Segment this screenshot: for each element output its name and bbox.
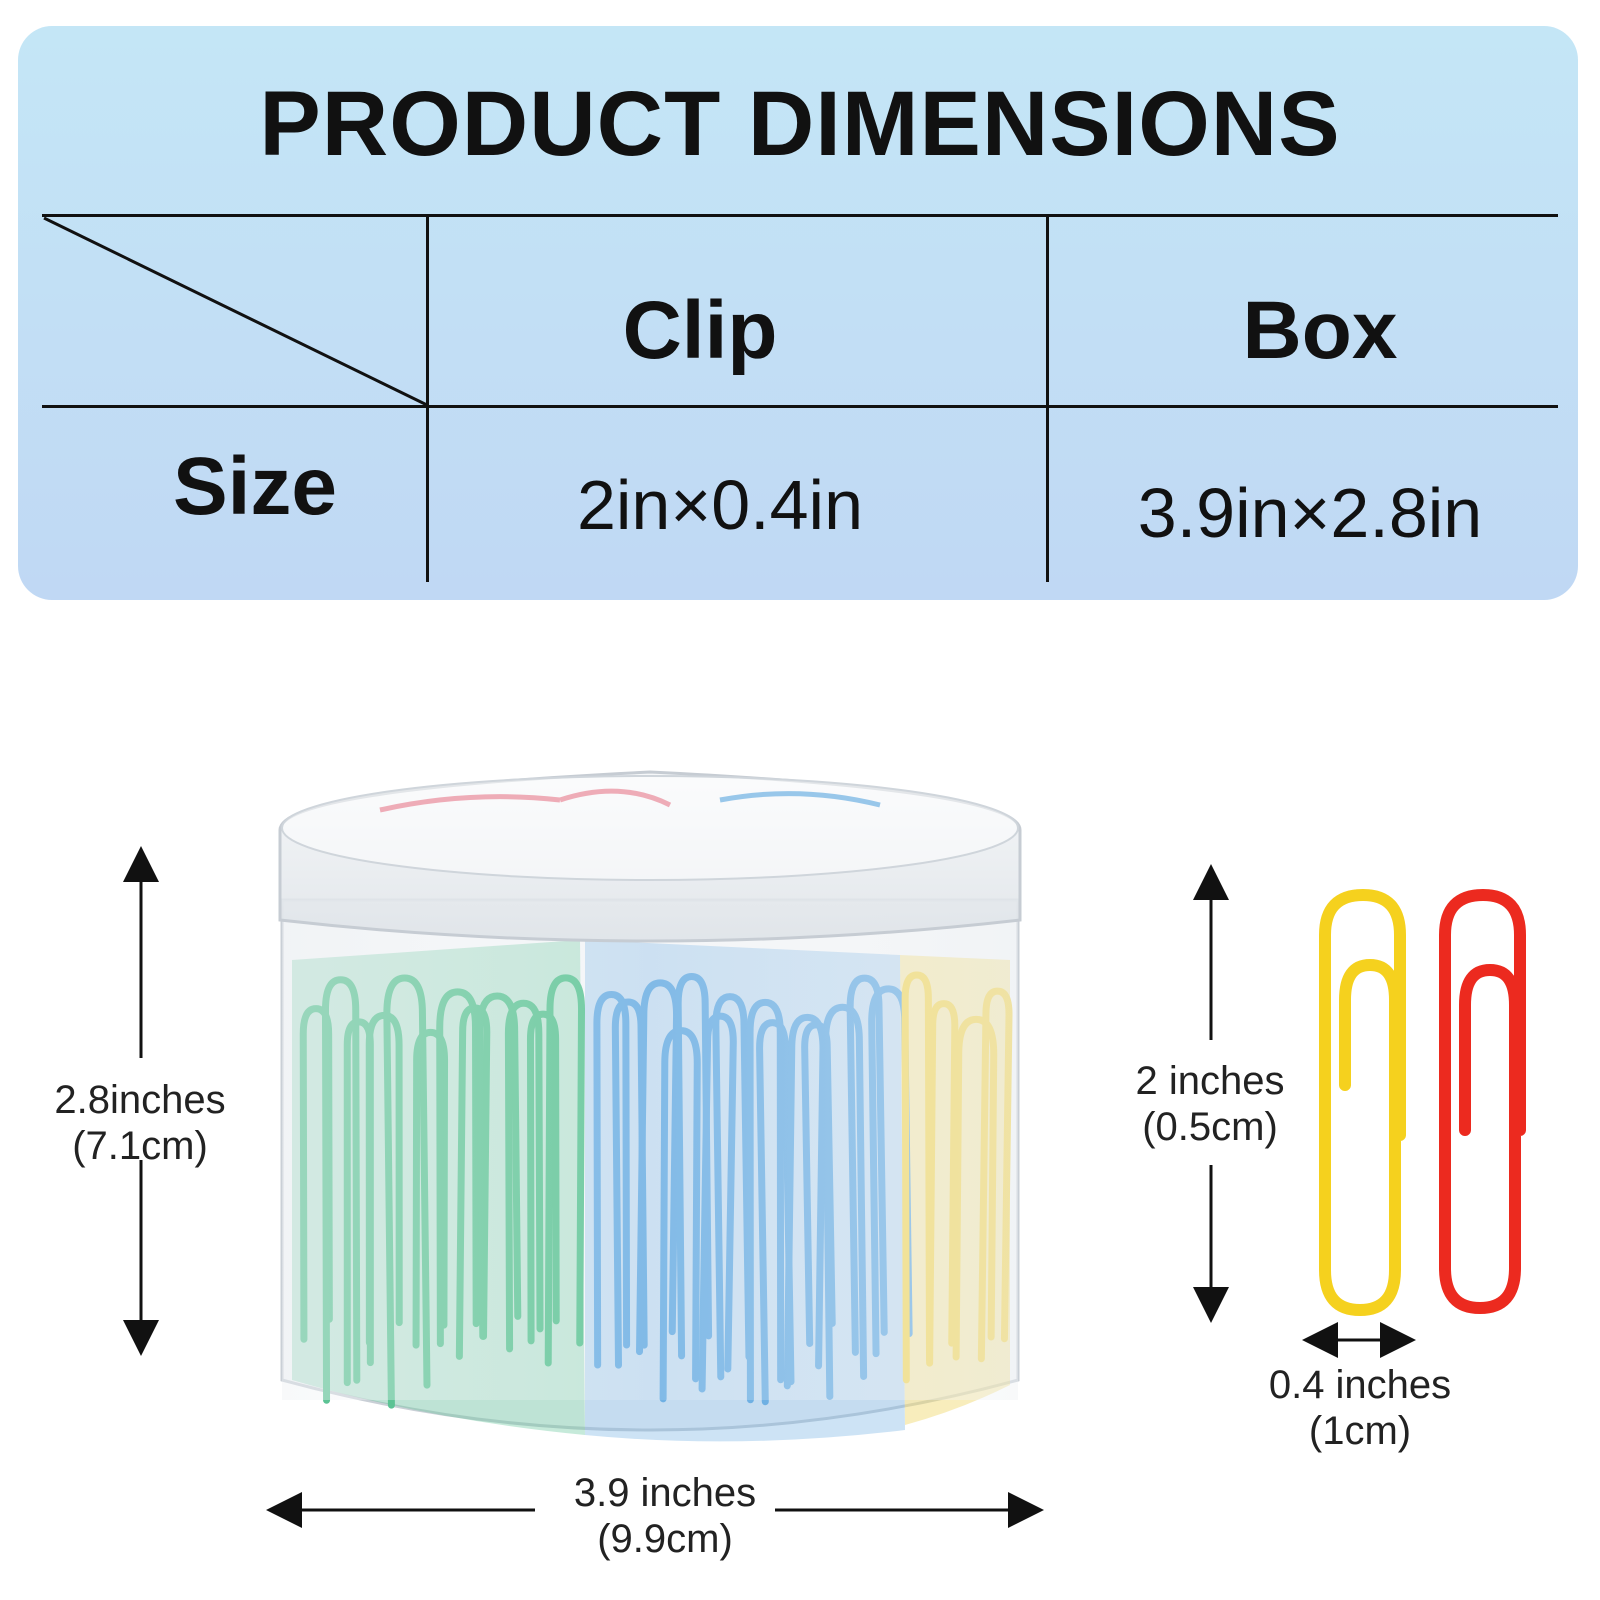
- clip-width-label: 0.4 inches (1cm): [1230, 1362, 1490, 1454]
- box-width-label: 3.9 inches (9.9cm): [540, 1470, 790, 1562]
- table-top-border: [42, 214, 1558, 217]
- table-divider-2: [1046, 214, 1049, 582]
- clip-width-cm: (1cm): [1308, 1409, 1412, 1453]
- clip-container: [280, 898, 1020, 1442]
- clip-size-value: 2in×0.4in: [576, 466, 864, 544]
- column-header-box: Box: [1242, 285, 1398, 376]
- clip-length-cm: (0.5cm): [1142, 1105, 1278, 1149]
- box-size-value: 3.9in×2.8in: [1137, 474, 1483, 552]
- box-width-inches: 3.9 inches: [573, 1471, 757, 1515]
- box-width-cm: (9.9cm): [597, 1517, 733, 1561]
- yellow-paper-clip: [1319, 888, 1406, 1317]
- clip-width-inches: 0.4 inches: [1268, 1363, 1452, 1407]
- container-lid: [278, 770, 1022, 943]
- red-paper-clip: [1439, 888, 1526, 1315]
- page-title: PRODUCT DIMENSIONS: [259, 73, 1341, 175]
- clip-length-inches: 2 inches: [1135, 1059, 1285, 1103]
- table-middle-border: [42, 405, 1558, 408]
- box-height-label: 2.8inches (7.1cm): [20, 1077, 260, 1169]
- box-height-cm: (7.1cm): [72, 1124, 208, 1168]
- column-header-clip: Clip: [622, 285, 778, 376]
- clip-length-label: 2 inches (0.5cm): [1100, 1058, 1320, 1150]
- row-label-size: Size: [172, 441, 338, 532]
- box-height-inches: 2.8inches: [54, 1078, 226, 1122]
